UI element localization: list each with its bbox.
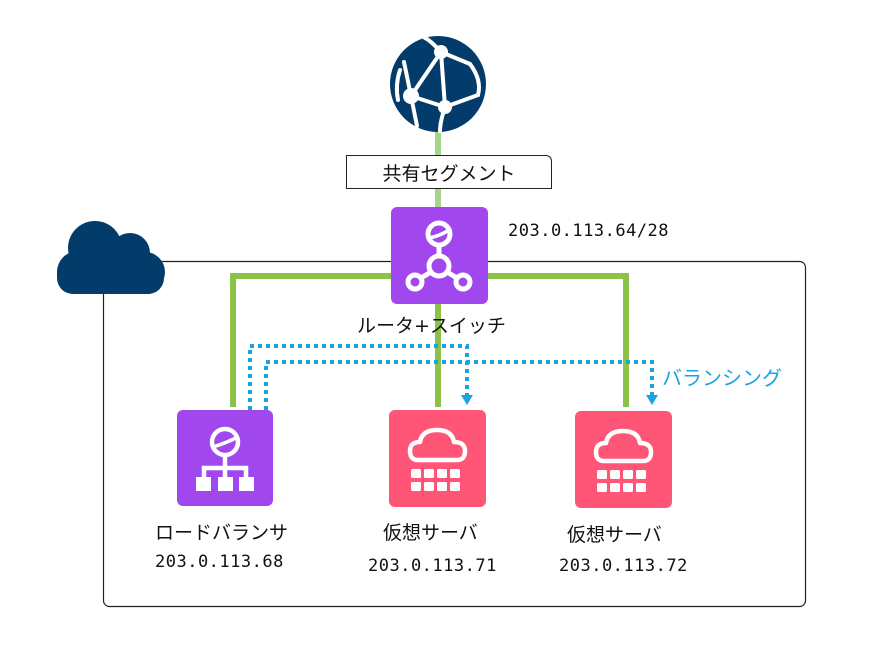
- virtual-server-node-2[interactable]: [575, 411, 672, 508]
- load-balancer-node[interactable]: [177, 410, 273, 506]
- load-balancer-ip: 203.0.113.68: [155, 552, 284, 572]
- virtual-server-icon: [593, 428, 654, 492]
- server-1-label: 仮想サーバ: [383, 522, 478, 544]
- arrow-head-server-2: [646, 395, 658, 405]
- globe-network-icon: [390, 36, 486, 133]
- server-2-label: 仮想サーバ: [567, 524, 662, 546]
- router-switch-icon: [405, 220, 473, 292]
- cloud-icon: [57, 221, 165, 294]
- server-2-ip: 203.0.113.72: [559, 556, 688, 576]
- virtual-server-node-1[interactable]: [389, 410, 486, 507]
- balancing-label: バランシング: [662, 366, 782, 390]
- load-balancer-icon: [196, 426, 254, 491]
- arrow-head-server-1: [461, 395, 473, 405]
- router-subnet: 203.0.113.64/28: [508, 221, 670, 241]
- balancing-paths: [248, 344, 654, 410]
- balancing-path-server-2: [264, 360, 654, 410]
- load-balancer-label: ロードバランサ: [155, 522, 289, 544]
- virtual-server-icon: [407, 427, 468, 491]
- link-to-server-2: [486, 273, 629, 407]
- router-label: ルータ+スイッチ: [357, 315, 506, 337]
- balancing-path-server-1: [248, 344, 469, 410]
- shared-segment-text: 共有セグメント: [382, 162, 516, 185]
- link-to-load-balancer: [230, 273, 392, 407]
- server-1-ip: 203.0.113.71: [368, 556, 497, 576]
- router-switch-node[interactable]: [391, 207, 488, 304]
- shared-segment-label: 共有セグメント: [346, 155, 552, 189]
